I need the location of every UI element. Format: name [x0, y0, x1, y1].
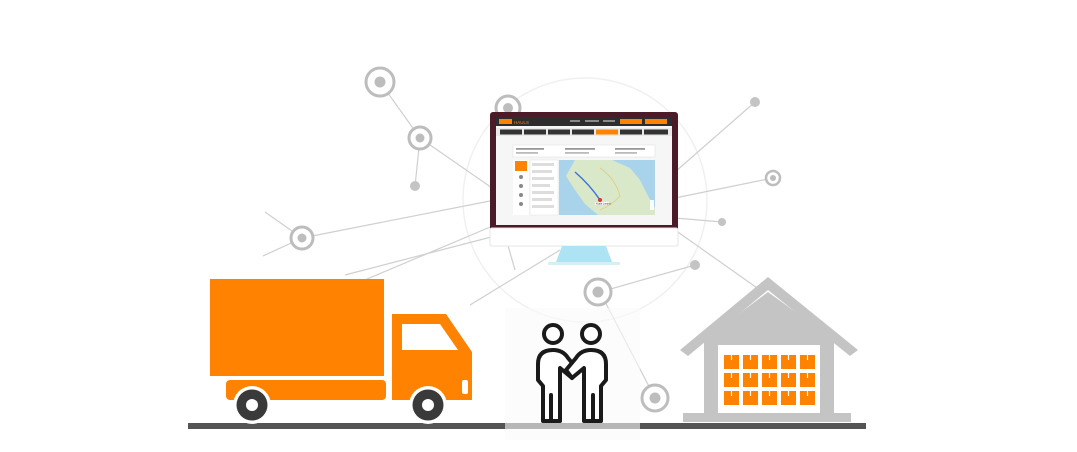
monitor-base — [548, 262, 620, 265]
network-dot — [690, 260, 700, 270]
delivery-truck-icon — [210, 279, 472, 424]
warehouse-boxes — [724, 355, 815, 405]
truck-headlight — [462, 380, 468, 394]
monitor-chin — [489, 227, 679, 247]
handshake-people-icon — [505, 308, 640, 440]
network-node-icon — [583, 277, 613, 307]
network-node-icon — [364, 66, 396, 98]
network-node-icon — [289, 225, 315, 251]
network-node-icon — [407, 125, 433, 151]
app-header-bar — [496, 117, 672, 126]
truck-window — [402, 324, 458, 350]
person-left-head — [542, 323, 564, 345]
truck-rear-wheel — [233, 386, 271, 424]
network-node-icon — [640, 383, 670, 413]
network-dot — [718, 218, 726, 226]
truck-front-wheel — [409, 386, 447, 424]
warehouse-base — [683, 413, 851, 422]
app-logo-text: HAULS — [514, 120, 529, 125]
network-dot — [410, 181, 420, 191]
network-nodes — [289, 66, 782, 413]
truck-cargo-box — [210, 279, 384, 376]
network-node-icon — [764, 169, 782, 187]
warehouse-icon — [680, 277, 858, 422]
monitor-screen: HAULS — [496, 117, 672, 225]
map-city-label: Kuala Lumpur — [596, 203, 611, 206]
network-dot — [750, 97, 760, 107]
person-right-body — [564, 348, 608, 423]
monitor-stand — [556, 246, 612, 262]
person-right-head — [580, 323, 602, 345]
warehouse-roof — [680, 277, 858, 356]
warehouse-box-tape — [730, 355, 809, 396]
app-logo-mark — [499, 119, 512, 124]
computer-monitor-icon: HAULS — [489, 112, 679, 265]
route-map: Kuala Lumpur — [559, 160, 655, 215]
